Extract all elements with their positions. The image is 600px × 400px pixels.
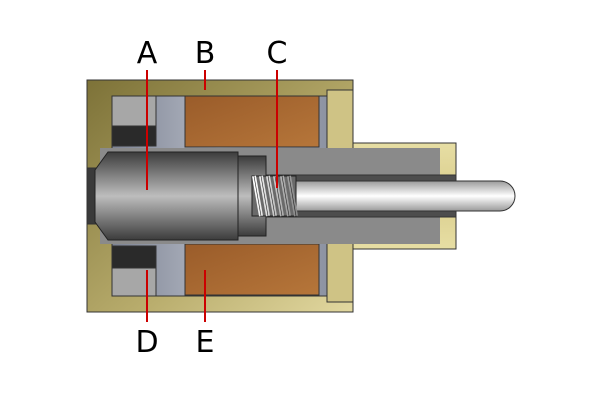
coil-bottom: [184, 243, 320, 296]
label-b: B: [195, 36, 216, 71]
push-rod: [261, 180, 516, 212]
label-d: D: [135, 325, 158, 360]
plunger: [94, 151, 239, 241]
spring: [251, 175, 298, 217]
label-c: C: [267, 36, 288, 71]
label-e: E: [196, 325, 215, 360]
end-stop-bottom-dark: [111, 245, 157, 269]
end-stop-top-dark: [111, 125, 157, 147]
coil-top: [184, 95, 320, 148]
end-stop-top-light: [111, 95, 157, 127]
end-stop-bottom-light: [111, 267, 157, 297]
label-a: A: [137, 36, 158, 71]
